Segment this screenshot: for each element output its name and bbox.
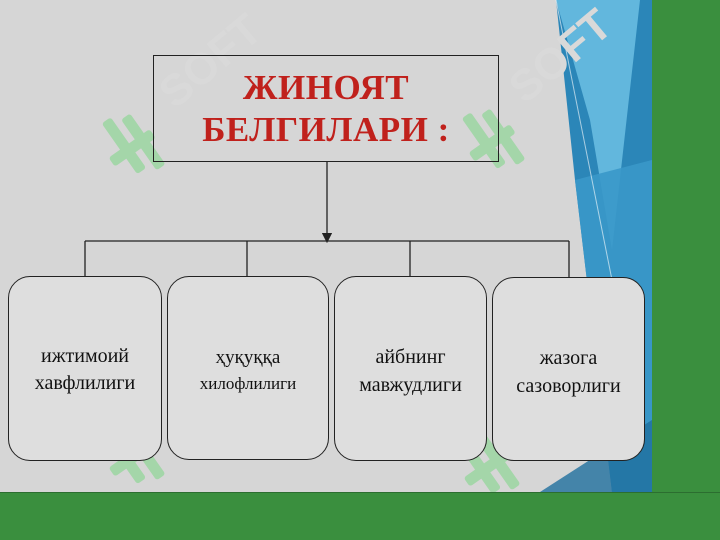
card-guilt: айбнинг мавжудлиги (334, 276, 487, 461)
card-unlawfulness-line-2: хилофлилиги (199, 374, 297, 393)
card-punishability-label: жазога сазоворлиги (516, 347, 621, 397)
card-social-danger-label: ижтимоий хавфлилиги (34, 345, 136, 394)
card-social-danger: ижтимоий хавфлилиги (8, 276, 162, 461)
green-bottom-bar (0, 492, 720, 540)
title-line-1: ЖИНОЯТ (242, 67, 410, 107)
title-line-2: БЕЛГИЛАРИ : (202, 109, 449, 151)
card-unlawfulness-label: ҳуқуққа хилофлилиги (200, 345, 296, 397)
title-line-2-text: БЕЛГИЛАРИ (202, 109, 429, 149)
green-side-bar (652, 0, 720, 492)
title-box: ЖИНОЯТ БЕЛГИЛАРИ : (153, 55, 499, 162)
card-unlawfulness-line-1: ҳуқуққа (215, 347, 281, 368)
card-guilt-label: айбнинг мавжудлиги (359, 346, 462, 396)
card-unlawfulness: ҳуқуққа хилофлилиги (167, 276, 329, 460)
title-colon: : (437, 109, 450, 149)
card-punishability: жазога сазоворлиги (492, 277, 645, 461)
